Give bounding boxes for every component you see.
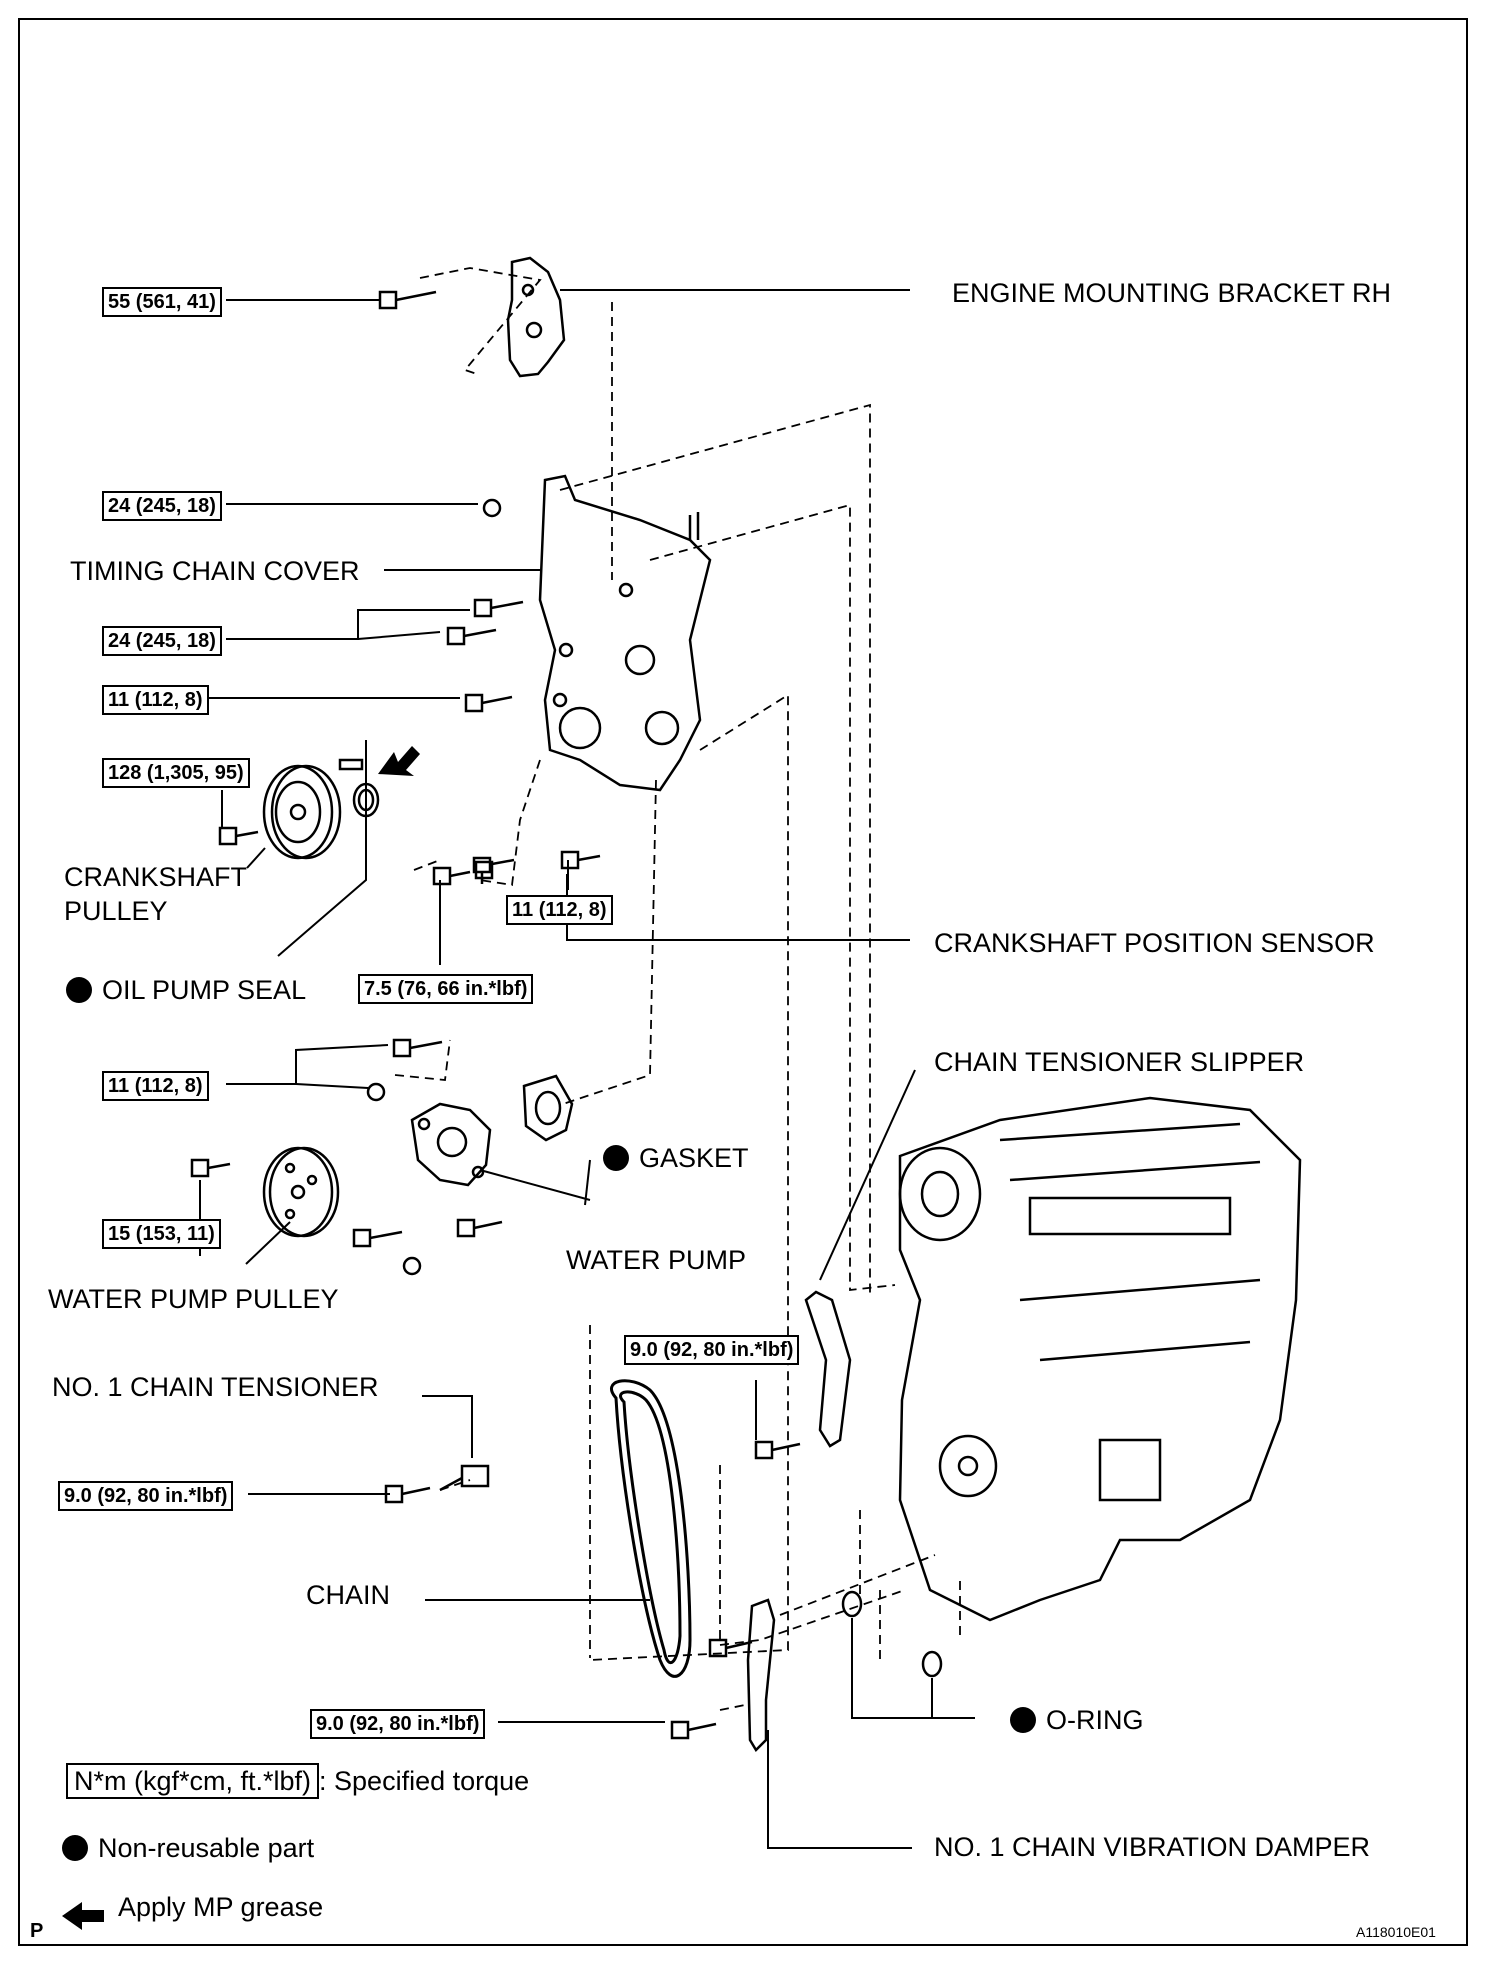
crankshaft-position-sensor-shape [472, 856, 492, 884]
torque-bracket-bolt: 55 (561, 41) [102, 287, 222, 317]
leader-lines [199, 289, 975, 1849]
legend-torque-text: : Specified torque [319, 1766, 530, 1796]
torque-sensor-bolt: 7.5 (76, 66 in.*lbf) [358, 974, 534, 1004]
label-oil-pump-seal: OIL PUMP SEAL [66, 975, 306, 1005]
label-crankshaft-position-sensor: CRANKSHAFT POSITION SENSOR [934, 928, 1375, 958]
legend-torque-box: N*m (kgf*cm, ft.*lbf) [66, 1763, 320, 1799]
label-gasket: GASKET [603, 1143, 749, 1173]
label-no1-chain-vibration-damper: NO. 1 CHAIN VIBRATION DAMPER [934, 1832, 1371, 1862]
non-reusable-dot-icon [62, 1835, 88, 1861]
label-o-ring: O-RING [1010, 1705, 1144, 1735]
crankshaft-pulley-shape [262, 758, 364, 860]
torque-tensioner-bolt: 9.0 (92, 80 in.*lbf) [58, 1481, 234, 1511]
non-reusable-dot-icon [603, 1145, 629, 1171]
torque-water-pump-pulley-bolt: 15 (153, 11) [102, 1219, 221, 1249]
legend-non-reusable-text: Non-reusable part [98, 1833, 315, 1863]
label-engine-mounting-bracket: ENGINE MOUNTING BRACKET RH [952, 278, 1392, 308]
label-water-pump-pulley: WATER PUMP PULLEY [48, 1284, 339, 1314]
torque-cover-bolts-24: 24 (245, 18) [102, 626, 222, 656]
diagram-frame [18, 18, 1468, 1946]
torque-sensor-side-bolt: 11 (112, 8) [506, 895, 613, 925]
water-pump-shape [410, 1102, 492, 1187]
engine-mounting-bracket-shape [506, 256, 566, 378]
legend-grease: Apply MP grease [118, 1892, 324, 1922]
torque-damper-bolt: 9.0 (92, 80 in.*lbf) [310, 1709, 486, 1739]
bolts [190, 290, 801, 1740]
water-pump-pulley-shape [262, 1146, 340, 1238]
legend-non-reusable: Non-reusable part [62, 1833, 314, 1863]
figure-id: A118010E01 [1356, 1924, 1436, 1940]
oil-pump-seal-shape [352, 782, 380, 818]
torque-slipper-bolt: 9.0 (92, 80 in.*lbf) [624, 1335, 800, 1365]
footer-left-mark: P [30, 1920, 44, 1942]
chain-tensioner-shape [439, 1464, 490, 1492]
label-chain: CHAIN [306, 1580, 391, 1610]
label-water-pump: WATER PUMP [566, 1245, 746, 1275]
label-chain-tensioner-slipper: CHAIN TENSIONER SLIPPER [934, 1047, 1305, 1077]
label-timing-chain-cover: TIMING CHAIN COVER [70, 556, 360, 586]
chain-vibration-damper-shape [746, 1598, 776, 1753]
o-ring-shapes [841, 1590, 943, 1678]
torque-cover-bolt-11: 11 (112, 8) [102, 685, 209, 715]
legend-torque: N*m (kgf*cm, ft.*lbf): Specified torque [66, 1763, 530, 1799]
engine-block-shape [898, 1096, 1302, 1622]
torque-water-pump-bolts: 11 (112, 8) [102, 1071, 209, 1101]
non-reusable-dot-icon [66, 977, 92, 1003]
non-reusable-dot-icon [1010, 1707, 1036, 1733]
label-no1-chain-tensioner: NO. 1 CHAIN TENSIONER [52, 1372, 379, 1402]
torque-pulley-bolt: 128 (1,305, 95) [102, 758, 250, 788]
chain-shape [610, 1379, 692, 1678]
legend-arrow-icon [62, 1902, 104, 1930]
torque-cover-nut: 24 (245, 18) [102, 491, 222, 521]
gasket-text: GASKET [639, 1143, 749, 1173]
gasket-shape [522, 1074, 574, 1142]
chain-tensioner-slipper-shape [804, 1290, 852, 1448]
oil-pump-seal-text: OIL PUMP SEAL [102, 975, 307, 1005]
o-ring-text: O-RING [1046, 1705, 1144, 1735]
label-crankshaft-pulley: CRANKSHAFT PULLEY [64, 862, 248, 926]
grease-arrow-icon [378, 746, 420, 776]
timing-chain-cover-shape [538, 474, 712, 792]
